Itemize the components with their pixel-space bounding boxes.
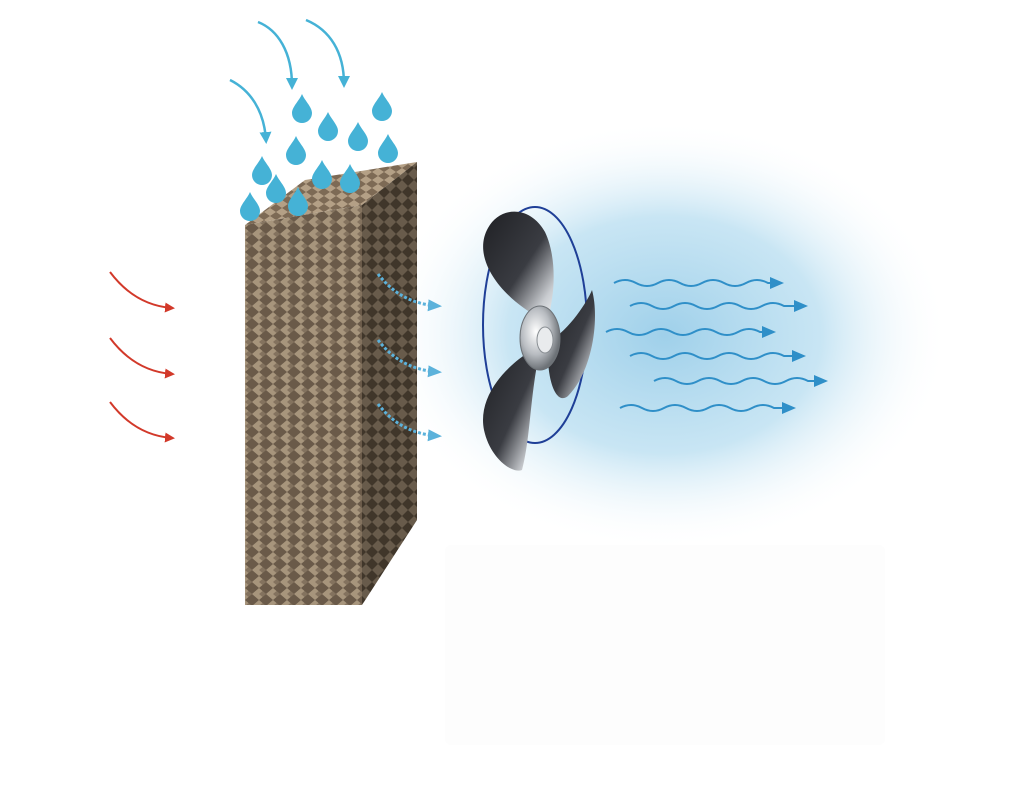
- cooling-pad-side: [362, 162, 417, 605]
- cool-air-glow: [380, 120, 950, 550]
- warm-air-arrow: [109, 337, 175, 379]
- fan: [482, 206, 595, 471]
- background-panel: [445, 545, 885, 745]
- water-drop: [292, 94, 312, 123]
- cooling-pad-front: [245, 205, 362, 605]
- cool-air-wave-arrow: [653, 375, 828, 387]
- water-arrow: [257, 20, 298, 90]
- water-drop: [378, 134, 398, 163]
- through-pad-arrows: [376, 273, 442, 442]
- water-drop: [252, 156, 272, 185]
- water-drop: [286, 136, 306, 165]
- warm-air-arrow: [109, 401, 175, 443]
- incoming-water-arrows: [229, 18, 350, 144]
- fan-hub-cap: [536, 326, 554, 354]
- water-drop: [288, 187, 308, 216]
- through-pad-arrow: [376, 403, 442, 442]
- fan-blade-bottom: [483, 350, 538, 471]
- cool-air-wave-arrow: [619, 402, 796, 414]
- fan-blade-top: [483, 211, 554, 318]
- cool-air-wave-arrow: [629, 300, 808, 312]
- water-drop: [266, 174, 286, 203]
- cool-air-wave-arrows: [605, 277, 828, 414]
- water-drops: [240, 92, 398, 221]
- water-drop: [372, 92, 392, 121]
- warm-air-arrows: [109, 271, 175, 443]
- cool-air-wave-arrow: [605, 326, 776, 338]
- water-arrow: [305, 18, 350, 88]
- fan-blade-right: [547, 290, 595, 399]
- cool-air-wave-arrow: [629, 350, 806, 362]
- through-pad-arrow: [376, 339, 442, 378]
- through-pad-arrow: [376, 273, 442, 312]
- cooling-pad: [245, 162, 417, 605]
- cooling-pad-top: [245, 162, 417, 225]
- cool-air-wave-arrow: [613, 277, 784, 289]
- water-drop: [312, 160, 332, 189]
- water-drop: [318, 112, 338, 141]
- water-drop: [340, 164, 360, 193]
- water-arrow: [229, 78, 272, 144]
- warm-air-arrow: [109, 271, 175, 313]
- water-drop: [348, 122, 368, 151]
- water-drop: [240, 192, 260, 221]
